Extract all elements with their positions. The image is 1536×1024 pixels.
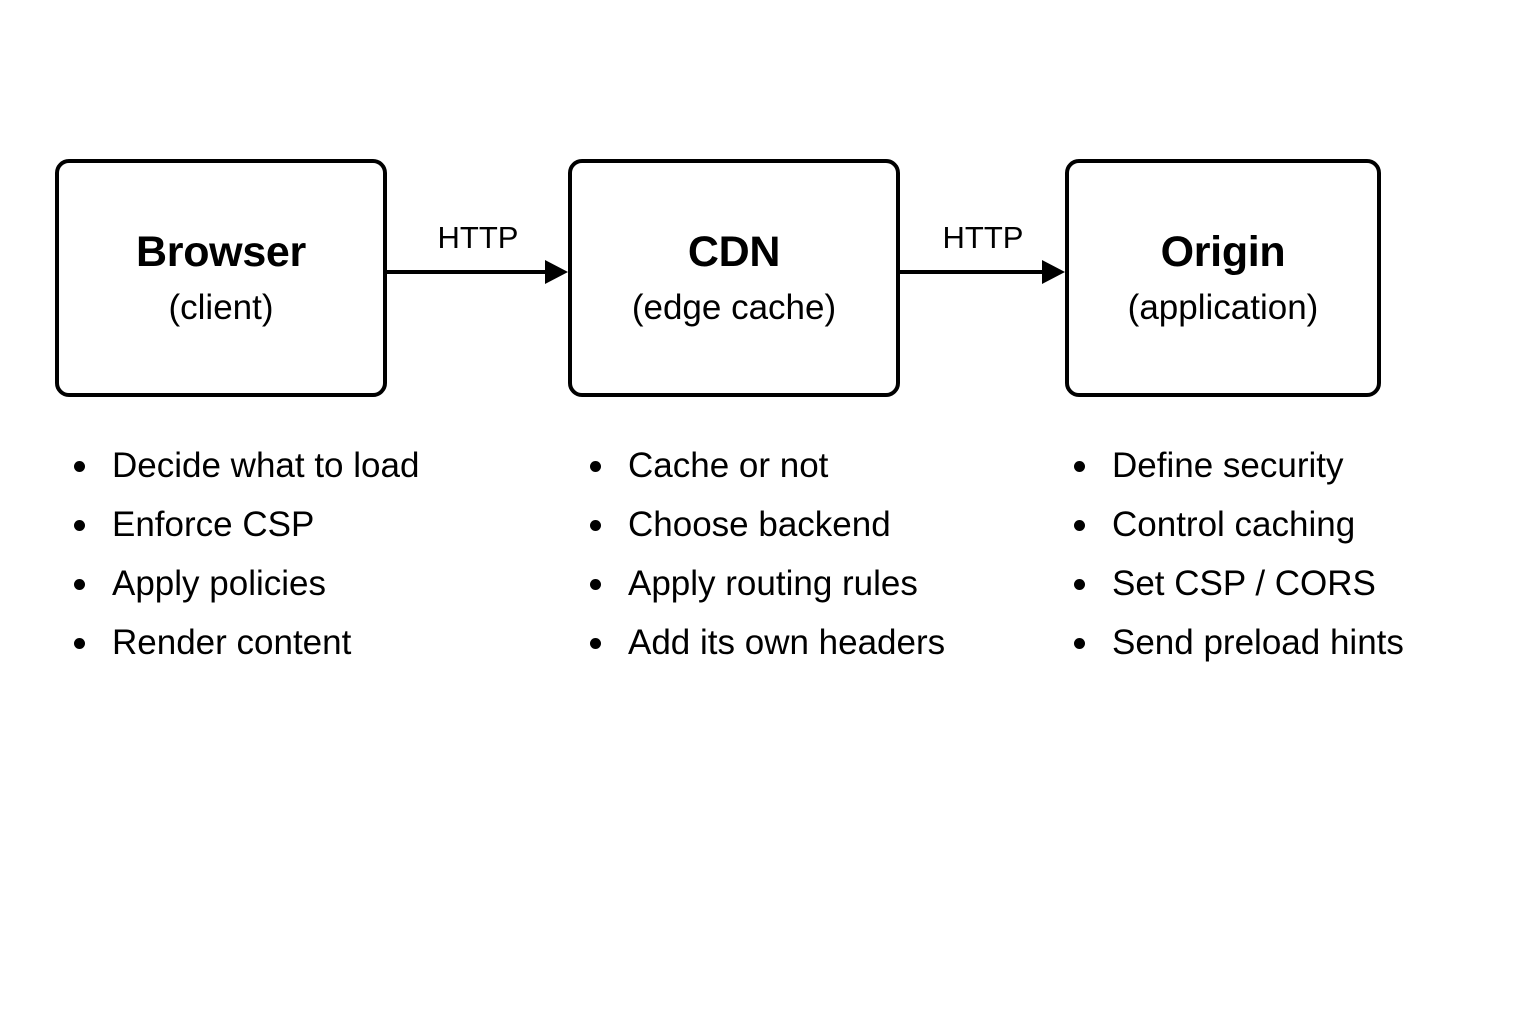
list-item-label: Choose backend	[628, 505, 891, 544]
bullet-dot-icon	[74, 579, 85, 590]
node-cdn-title: CDN	[687, 228, 781, 276]
bullet-dot-icon	[590, 461, 601, 472]
node-cdn[interactable]: CDN (edge cache)	[568, 159, 900, 397]
list-item: Apply routing rules	[578, 554, 1038, 613]
responsibilities-cdn: Cache or not Choose backend Apply routin…	[578, 436, 1038, 672]
list-item-label: Apply policies	[112, 564, 326, 603]
list-item: Send preload hints	[1062, 613, 1512, 672]
node-browser-title: Browser	[136, 228, 306, 276]
list-item-label: Control caching	[1112, 505, 1356, 544]
list-item-label: Apply routing rules	[628, 564, 918, 603]
node-origin-subtitle: (application)	[1127, 288, 1319, 327]
arrow-browser-to-cdn	[387, 250, 569, 296]
list-item: Control caching	[1062, 495, 1512, 554]
bullet-dot-icon	[74, 461, 85, 472]
list-item-label: Send preload hints	[1112, 623, 1404, 662]
bullet-dot-icon	[590, 520, 601, 531]
list-item: Decide what to load	[62, 436, 462, 495]
list-item-label: Enforce CSP	[112, 505, 315, 544]
node-cdn-subtitle: (edge cache)	[631, 288, 837, 327]
list-item-label: Define security	[1112, 446, 1344, 485]
list-item: Cache or not	[578, 436, 1038, 495]
bullet-dot-icon	[1074, 461, 1085, 472]
list-item: Set CSP / CORS	[1062, 554, 1512, 613]
bullet-dot-icon	[590, 579, 601, 590]
list-item-label: Set CSP / CORS	[1112, 564, 1376, 603]
arrow-cdn-to-origin	[900, 250, 1066, 296]
bullet-dot-icon	[1074, 520, 1085, 531]
list-item: Add its own headers	[578, 613, 1038, 672]
bullet-list-cdn: Cache or not Choose backend Apply routin…	[578, 436, 1038, 672]
list-item-label: Render content	[112, 623, 352, 662]
bullet-list-browser: Decide what to load Enforce CSP Apply po…	[62, 436, 462, 672]
edge-label-browser-to-cdn: HTTP	[437, 220, 519, 255]
responsibilities-browser: Decide what to load Enforce CSP Apply po…	[62, 436, 462, 672]
node-origin[interactable]: Origin (application)	[1065, 159, 1381, 397]
list-item: Define security	[1062, 436, 1512, 495]
node-browser[interactable]: Browser (client)	[55, 159, 387, 397]
list-item-label: Cache or not	[628, 446, 829, 485]
bullet-dot-icon	[74, 520, 85, 531]
responsibilities-origin: Define security Control caching Set CSP …	[1062, 436, 1512, 672]
bullet-dot-icon	[590, 638, 601, 649]
list-item-label: Add its own headers	[628, 623, 946, 662]
node-origin-title: Origin	[1160, 228, 1286, 276]
list-item: Enforce CSP	[62, 495, 462, 554]
list-item: Choose backend	[578, 495, 1038, 554]
list-item-label: Decide what to load	[112, 446, 420, 485]
list-item: Apply policies	[62, 554, 462, 613]
bullet-dot-icon	[1074, 638, 1085, 649]
bullet-list-origin: Define security Control caching Set CSP …	[1062, 436, 1512, 672]
edge-label-cdn-to-origin: HTTP	[942, 220, 1024, 255]
bullet-dot-icon	[74, 638, 85, 649]
node-browser-subtitle: (client)	[168, 288, 274, 327]
bullet-dot-icon	[1074, 579, 1085, 590]
list-item: Render content	[62, 613, 462, 672]
